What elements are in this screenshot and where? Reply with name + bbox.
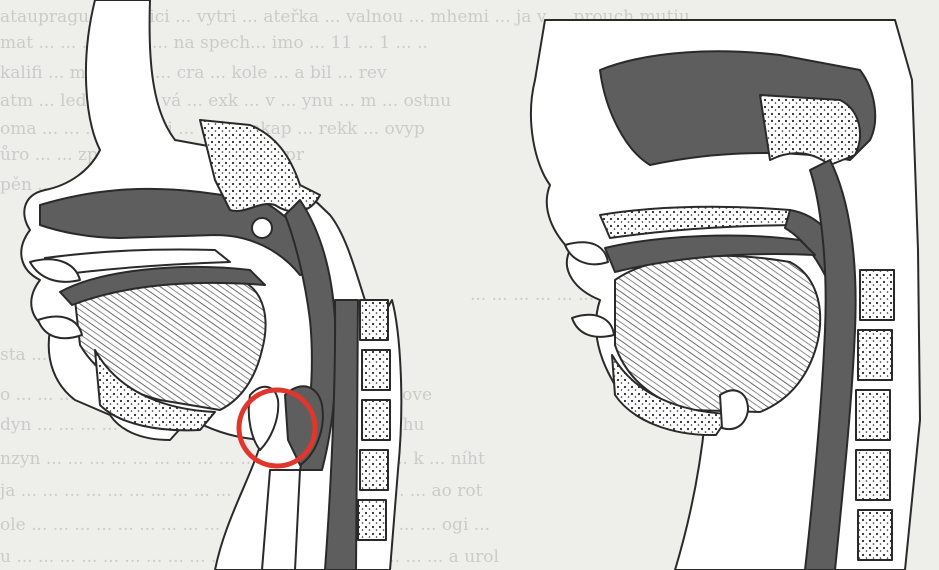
left-cervical-spine bbox=[358, 300, 390, 540]
right-skull-base bbox=[760, 95, 860, 165]
right-tongue bbox=[615, 256, 820, 412]
left-sinus bbox=[252, 218, 272, 238]
right-cervical-spine bbox=[856, 270, 894, 560]
